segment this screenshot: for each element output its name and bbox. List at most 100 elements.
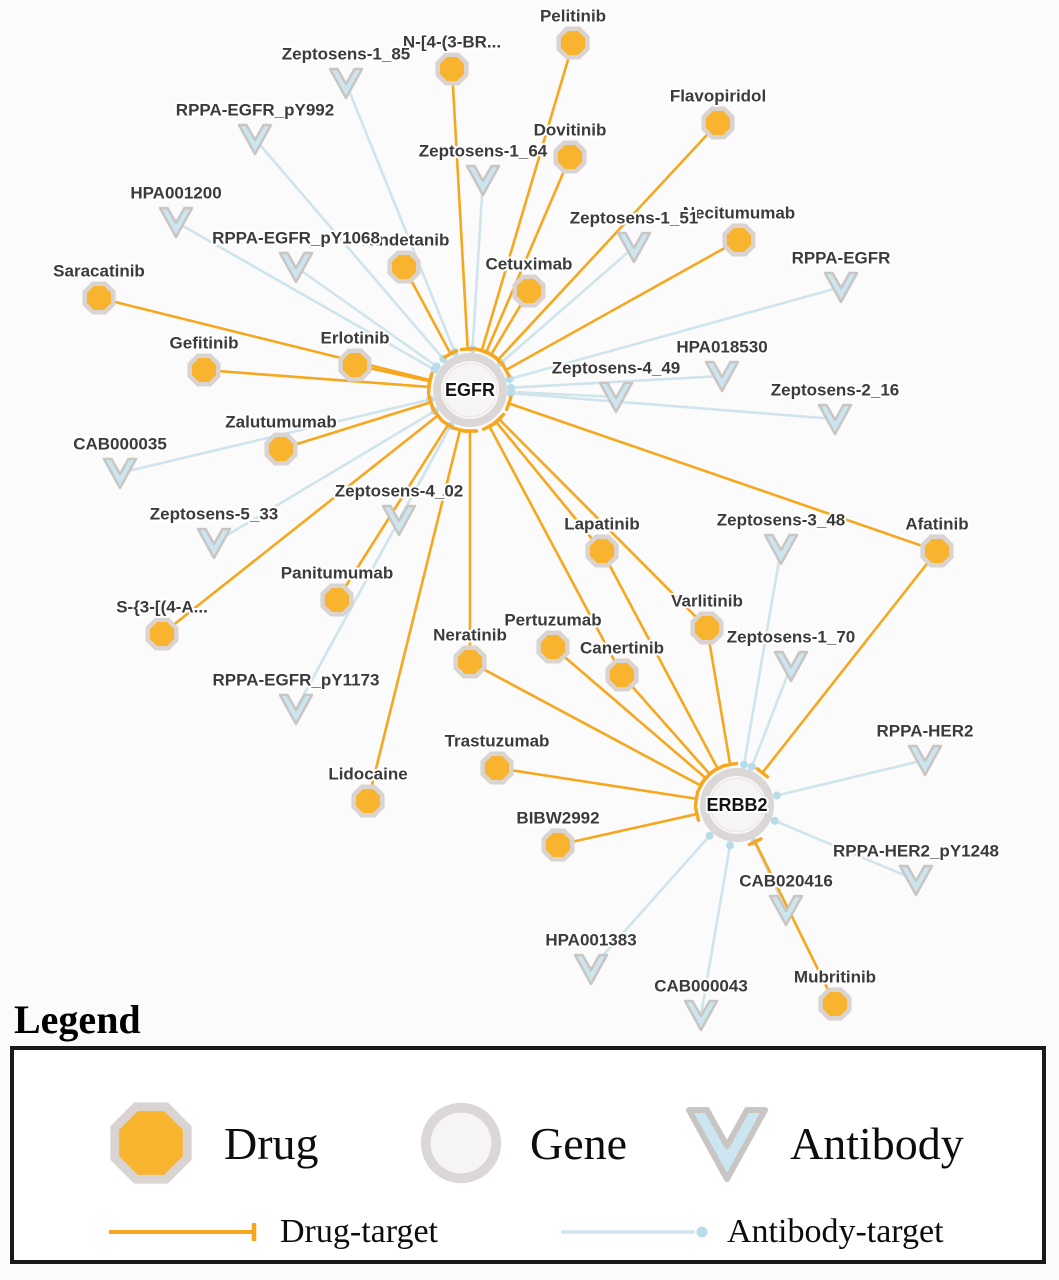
drug-octagon-icon xyxy=(701,106,735,140)
antibody-chevron-icon xyxy=(278,251,314,284)
edge-afatinib--egfr xyxy=(504,395,938,553)
drug-octagon-icon xyxy=(435,52,469,86)
edge-hpa001383--erbb2 xyxy=(590,831,714,970)
node-label-hpa001383: HPA001383 xyxy=(545,931,636,950)
node-label-necitumumab: Necitumumab xyxy=(683,204,795,223)
node-label-zeptosens-1_51: Zeptosens-1_51 xyxy=(570,209,699,228)
edge-hpa018530--egfr xyxy=(506,374,723,392)
node-label-zeptosens-4_49: Zeptosens-4_49 xyxy=(552,359,681,378)
antibody-target-edge-icon xyxy=(561,1226,708,1238)
antibody-node-zeptosens-4_02 xyxy=(381,504,417,537)
edge-zalutumumab--egfr xyxy=(280,394,435,451)
drug-node-gefitinib xyxy=(187,353,221,387)
drug-target-tee xyxy=(747,837,763,847)
node-label-rppa-egfr_py1173: RPPA-EGFR_pY1173 xyxy=(213,671,380,690)
legend-label-antibody-target: Antibody-target xyxy=(727,1213,944,1250)
node-label-rppa-egfr_py992: RPPA-EGFR_pY992 xyxy=(176,101,334,120)
antibody-node-zeptosens-1_85 xyxy=(328,67,364,100)
node-label-varlitinib: Varlitinib xyxy=(671,592,743,611)
drug-octagon-icon xyxy=(818,987,852,1021)
drug-node-afatinib xyxy=(920,534,954,568)
drug-octagon-icon xyxy=(690,611,724,645)
drug-node-pelitinib xyxy=(556,26,590,60)
edge-rppa-her2--erbb2 xyxy=(772,758,926,800)
legend-item-drug: Drug xyxy=(104,1096,319,1190)
antibody-node-zeptosens-4_49 xyxy=(598,381,634,414)
node-label-cetuximab: Cetuximab xyxy=(486,255,573,274)
node-label-zeptosens-1_64: Zeptosens-1_64 xyxy=(419,142,548,161)
antibody-node-rppa-her2 xyxy=(907,744,943,777)
node-label-gefitinib: Gefitinib xyxy=(170,334,239,353)
node-label-cab000035: CAB000035 xyxy=(73,435,167,454)
node-label-zeptosens-5_33: Zeptosens-5_33 xyxy=(150,505,279,524)
labels-layer: EGFRERBB2PelitinibN-[4-(3-BR...Dovitinib… xyxy=(51,5,1001,998)
drug-node-lidocaine xyxy=(351,784,385,818)
antibody-chevron-icon xyxy=(763,533,799,566)
drug-node-bibw2992 xyxy=(541,828,575,862)
drug-node-flavopiridol xyxy=(701,106,735,140)
node-label-mubritinib: Mubritinib xyxy=(794,968,876,987)
drug-node-lapatinib xyxy=(585,534,619,568)
node-label-lapatinib: Lapatinib xyxy=(564,515,640,534)
edge-rppa-egfr_py1068--egfr xyxy=(295,265,441,371)
drug-target-tee xyxy=(426,373,434,390)
node-label-zeptosens-4_02: Zeptosens-4_02 xyxy=(335,482,464,501)
node-label-dovitinib: Dovitinib xyxy=(534,121,607,140)
node-label-pelitinib: Pelitinib xyxy=(540,7,606,26)
antibody-chevron-icon xyxy=(196,527,232,560)
antibody-chevron-icon xyxy=(573,953,609,986)
antibody-node-hpa001200 xyxy=(158,206,194,239)
antibody-node-zeptosens-1_70 xyxy=(773,650,809,683)
edge-varlitinib--erbb2 xyxy=(705,627,739,768)
drug-octagon-icon xyxy=(722,223,756,257)
network-graph: EGFRERBB2PelitinibN-[4-(3-BR...Dovitinib… xyxy=(51,5,1001,1032)
antibody-target-dot xyxy=(770,816,779,825)
node-label-rppa-egfr_py1068: RPPA-EGFR_pY1068 xyxy=(212,229,380,248)
drug-octagon-icon xyxy=(585,534,619,568)
drug-octagon-icon xyxy=(110,1102,192,1184)
drug-target-tee xyxy=(483,349,499,360)
drug-octagon-icon xyxy=(351,784,385,818)
antibody-chevron-icon xyxy=(898,864,934,897)
drug-node-canertinib xyxy=(605,658,639,692)
gene-node-egfr xyxy=(433,353,507,427)
node-label-zeptosens-2_16: Zeptosens-2_16 xyxy=(771,381,900,400)
edge-zeptosens-2_16--egfr xyxy=(506,389,836,421)
drug-octagon-icon xyxy=(556,26,590,60)
drug-target-tee xyxy=(504,395,513,412)
drug-target-tee xyxy=(699,771,712,785)
antibody-chevron-icon xyxy=(704,360,740,393)
antibody-chevron-icon xyxy=(158,206,194,239)
node-label-pertuzumab: Pertuzumab xyxy=(504,611,601,630)
node-label-cab020416: CAB020416 xyxy=(739,872,833,891)
edges-layer xyxy=(98,42,939,1016)
antibody-node-cab000043 xyxy=(683,999,719,1032)
antibody-chevron-icon xyxy=(237,123,273,156)
edge-canertinib--egfr xyxy=(481,421,624,676)
drug-target-edge-icon xyxy=(109,1223,257,1241)
legend-label-drug: Drug xyxy=(224,1117,319,1169)
drug-octagon-icon xyxy=(453,645,487,679)
antibody-target-dot xyxy=(505,375,514,384)
drug-target-tee xyxy=(693,805,701,822)
edge-trastuzumab--erbb2 xyxy=(496,766,700,807)
drug-target-tee xyxy=(500,362,511,378)
gene-inner-ring xyxy=(710,778,764,832)
node-label-rppa-her2: RPPA-HER2 xyxy=(877,722,974,741)
node-label-vandetanib: Vandetanib xyxy=(359,231,450,250)
antibody-chevron-icon xyxy=(465,164,501,197)
node-label-canertinib: Canertinib xyxy=(580,639,664,658)
drug-octagon-icon xyxy=(541,828,575,862)
antibody-chevron-icon xyxy=(616,231,652,264)
edge-zeptosens-3_48--erbb2 xyxy=(739,548,783,769)
drug-node-panitumumab xyxy=(320,583,354,617)
drug-octagon-icon xyxy=(920,534,954,568)
drug-target-tee xyxy=(481,421,497,431)
antibody-target-dot xyxy=(506,389,515,398)
drug-node-erlotinib xyxy=(338,348,372,382)
antibody-node-rppa-her2_py1248 xyxy=(898,864,934,897)
node-label-hpa001200: HPA001200 xyxy=(130,184,221,203)
antibody-node-zeptosens-3_48 xyxy=(763,533,799,566)
antibody-node-rppa-egfr xyxy=(823,271,859,304)
